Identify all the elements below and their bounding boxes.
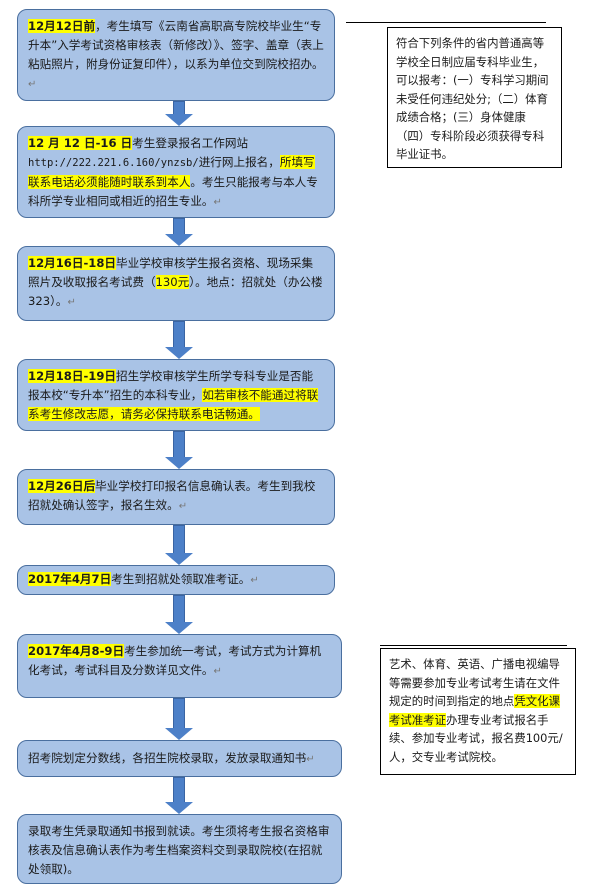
step-1-box: 12月12日前，考生填写《云南省高职高专院校毕业生“专升本”入学考试资格审核表（… — [17, 9, 335, 101]
step-9-text: 录取考生凭录取通知书报到就读。考生须将考生报名资格审核表及信息确认表作为考生档案… — [28, 824, 330, 876]
arrow-down-icon — [165, 101, 193, 126]
special-exam-note-text-b: 办理专业考试报名手续、参加专业考试，报名费100元/人，交专业考试院校。 — [389, 712, 563, 764]
step-2-box: 12 月 12 日-16 日考生登录报名工作网站 http://222.221.… — [17, 126, 335, 218]
step-9-box: 录取考生凭录取通知书报到就读。考生须将考生报名资格审核表及信息确认表作为考生档案… — [17, 814, 342, 884]
step-2-text-c: 。考生只能报考与本人专科所学专业相同或相近的招生专业。 — [28, 175, 318, 208]
return-mark-icon: ↵ — [250, 575, 259, 586]
step-2-date: 12 月 12 日-16 日 — [28, 136, 133, 150]
return-mark-icon: ↵ — [306, 754, 315, 765]
step-1-date: 12月12日前 — [28, 19, 96, 33]
step-7-date: 2017年4月8-9日 — [28, 644, 125, 658]
step-5-box: 12月26日后毕业学校打印报名信息确认表。考生到我校招就处确认签字，报名生效。↵ — [17, 469, 335, 525]
step-3-text-b: ）。地点：招就处（办公楼323）。 — [28, 275, 323, 308]
special-exam-note-text-a: 艺术、体育、英语、广播电视编导等需要参加专业考试考生请在文件规定的时间到指定的地… — [389, 657, 560, 708]
step-4-text: 招生学校审核学生所学专科专业是否能报本校“专升本”招生的本科专业， — [28, 369, 314, 402]
eligibility-note-text: 符合下列条件的省内普通高等学校全日制应届专科毕业生，可以报考：(一）专科学习期间… — [396, 36, 549, 161]
step-2-text-a: 考生登录报名工作网站 — [132, 136, 249, 150]
step-1-text: ，考生填写《云南省高职高专院校毕业生“专升本”入学考试资格审核表（新修改）》、签… — [28, 19, 324, 71]
step-6-text: 考生到招就处领取准考证。 — [111, 572, 251, 586]
step-2-url: http://222.221.6.160/ynzsb/ — [28, 157, 199, 169]
step-8-box: 招考院划定分数线，各招生院校录取，发放录取通知书↵ — [17, 740, 342, 777]
return-mark-icon: ↵ — [213, 666, 222, 677]
step-7-box: 2017年4月8-9日考生参加统一考试，考试方式为计算机化考试，考试科目及分数详… — [17, 634, 342, 698]
step-5-date: 12月26日后 — [28, 479, 96, 493]
return-mark-icon: ↵ — [213, 197, 222, 208]
arrow-down-icon — [165, 525, 193, 565]
return-mark-icon: ↵ — [67, 297, 76, 308]
return-mark-icon: ↵ — [178, 501, 188, 512]
arrow-down-icon — [165, 431, 193, 469]
step-2-text-b: 进行网上报名， — [198, 155, 280, 169]
connector-line — [380, 645, 567, 646]
step-4-date: 12月18日-19日 — [28, 369, 116, 383]
step-8-text: 招考院划定分数线，各招生院校录取，发放录取通知书 — [28, 751, 307, 765]
arrow-down-icon — [165, 595, 193, 634]
special-exam-note: 艺术、体育、英语、广播电视编导等需要参加专业考试考生请在文件规定的时间到指定的地… — [380, 648, 576, 775]
step-4-box: 12月18日-19日招生学校审核学生所学专科专业是否能报本校“专升本”招生的本科… — [17, 359, 335, 431]
connector-line — [346, 22, 546, 23]
arrow-down-icon — [165, 777, 193, 814]
step-3-date: 12月16日-18日 — [28, 256, 116, 270]
eligibility-note: 符合下列条件的省内普通高等学校全日制应届专科毕业生，可以报考：(一）专科学习期间… — [387, 27, 562, 168]
step-6-date: 2017年4月7日 — [28, 572, 112, 586]
step-5-text: 毕业学校打印报名信息确认表。考生到我校招就处确认签字，报名生效。 — [28, 479, 316, 512]
arrow-down-icon — [165, 698, 193, 740]
arrow-down-icon — [165, 321, 193, 359]
step-3-fee: 130元 — [155, 275, 190, 289]
step-7-text: 考生参加统一考试，考试方式为计算机化考试，考试科目及分数详见文件。 — [28, 644, 322, 677]
step-3-box: 12月16日-18日毕业学校审核学生报名资格、现场采集照片及收取报名考试费（13… — [17, 246, 335, 321]
return-mark-icon: ↵ — [28, 79, 37, 90]
step-3-text-a: 毕业学校审核学生报名资格、现场采集照片及收取报名考试费（ — [28, 256, 314, 289]
arrow-down-icon — [165, 218, 193, 246]
step-6-box: 2017年4月7日考生到招就处领取准考证。↵ — [17, 565, 335, 595]
